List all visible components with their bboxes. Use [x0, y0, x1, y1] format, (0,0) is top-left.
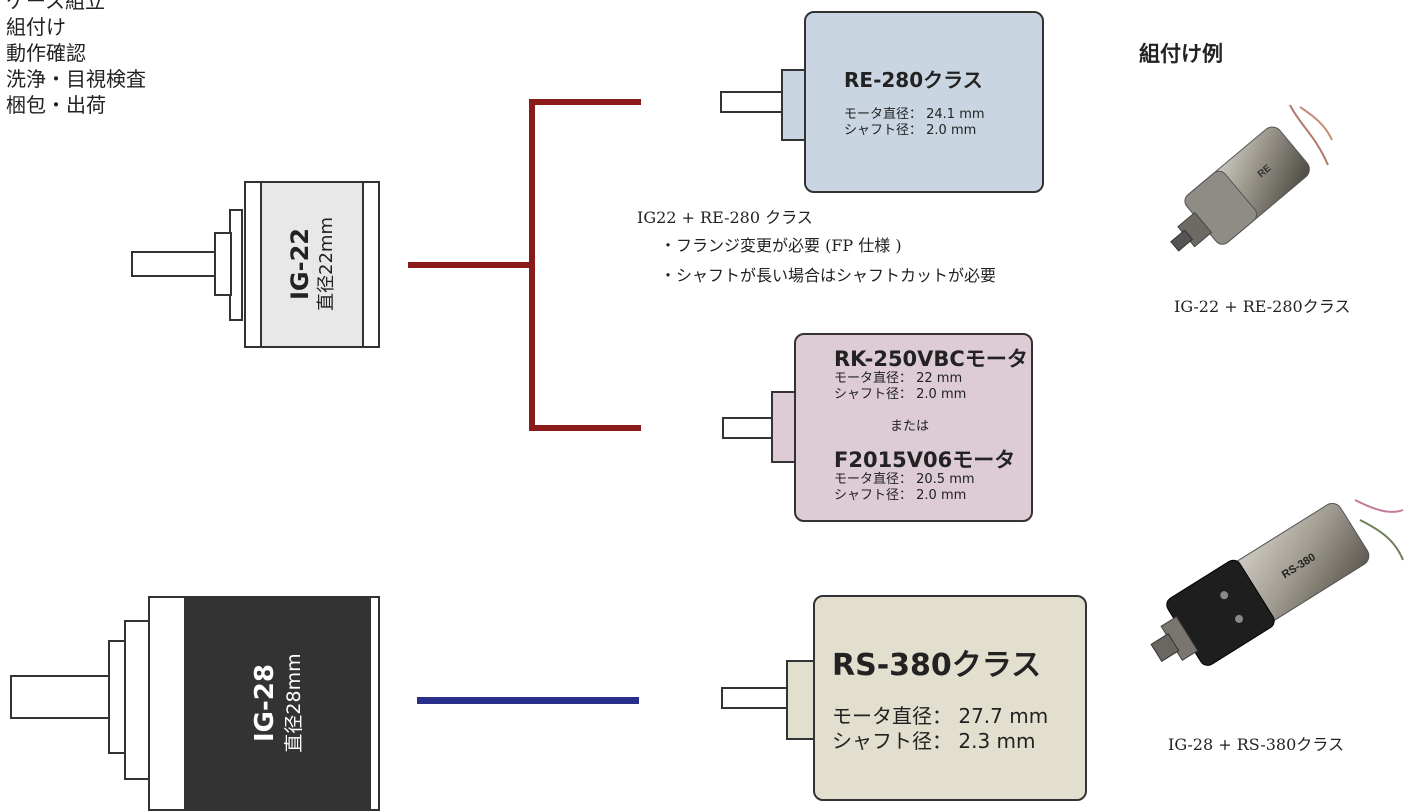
process-step: ケース組立: [6, 0, 105, 13]
f2015-spec-diameter: モータ直径： 20.5 mm: [834, 472, 975, 487]
note-line2: ・シャフトが長い場合はシャフトカットが必要: [660, 266, 997, 285]
ig22-flange-inner-icon: [214, 232, 232, 296]
ig28-label: IG-28 直径28mm: [249, 653, 307, 752]
re280-shaft-icon: [720, 91, 784, 113]
rk250-title: RK-250VBCモータ: [834, 347, 1028, 371]
ig22-diameter: 直径22mm: [316, 217, 337, 311]
ig28-connector: [417, 697, 639, 704]
re280-title: RE-280クラス: [844, 68, 983, 92]
rk250-or: または: [890, 419, 930, 434]
assembled-motor-photo-icon: RE: [1170, 104, 1333, 252]
connector-stem: [408, 262, 533, 268]
examples-heading: 組付け例: [1139, 42, 1223, 66]
note-title: IG22 + RE-280 クラス: [637, 208, 813, 227]
connector-vertical: [529, 99, 535, 431]
rs380-body: [813, 595, 1087, 801]
process-step: 動作確認: [6, 41, 86, 65]
rk250-spec-shaft: シャフト径： 2.0 mm: [834, 387, 967, 402]
re280-spec-diameter: モータ直径： 24.1 mm: [844, 107, 985, 122]
rs380-spec-diameter: モータ直径： 27.7 mm: [832, 704, 1049, 728]
process-step: 洗浄・目視検査: [6, 67, 146, 91]
ig28-body-dark: [184, 596, 371, 811]
process-steps: ケース組立 組付け 動作確認 洗浄・目視検査 梱包・出荷: [6, 0, 146, 118]
example-caption-1: IG-22 + RE-280クラス: [1174, 297, 1351, 316]
rk250-shaft-icon: [722, 417, 774, 439]
connector-branch-top: [529, 99, 641, 105]
ig28-diameter: 直径28mm: [283, 653, 305, 753]
connector-branch-bottom: [529, 425, 641, 431]
note-line1: ・フランジ変更が必要 (FP 仕様 ): [660, 236, 902, 255]
f2015-spec-shaft: シャフト径： 2.0 mm: [834, 488, 967, 503]
ig28-name: IG-28: [250, 664, 280, 743]
f2015-title: F2015V06モータ: [834, 448, 1016, 472]
process-step: 組付け: [6, 15, 66, 39]
ig28-flange-icon: [124, 620, 150, 780]
re280-body: [804, 11, 1044, 193]
rs380-spec-shaft: シャフト径： 2.3 mm: [832, 729, 1036, 753]
re280-spec-shaft: シャフト径： 2.0 mm: [844, 123, 977, 138]
ig22-label: IG-22 直径22mm: [285, 217, 339, 311]
ig28-shaft-icon: [10, 675, 110, 719]
ig22-name: IG-22: [286, 228, 314, 301]
assembled-motor-photo-icon: RS-380: [1150, 499, 1404, 666]
rk250-body: [794, 333, 1033, 522]
rs380-flange-icon: [786, 660, 816, 740]
ig22-cap-left-icon: [244, 181, 262, 348]
ig22-cap-right-icon: [362, 181, 380, 348]
rs380-shaft-icon: [721, 687, 789, 709]
rk250-spec-diameter: モータ直径： 22 mm: [834, 371, 963, 386]
rs380-title: RS-380クラス: [832, 648, 1042, 683]
process-step: 梱包・出荷: [6, 93, 106, 117]
example-caption-2: IG-28 + RS-380クラス: [1168, 735, 1344, 754]
